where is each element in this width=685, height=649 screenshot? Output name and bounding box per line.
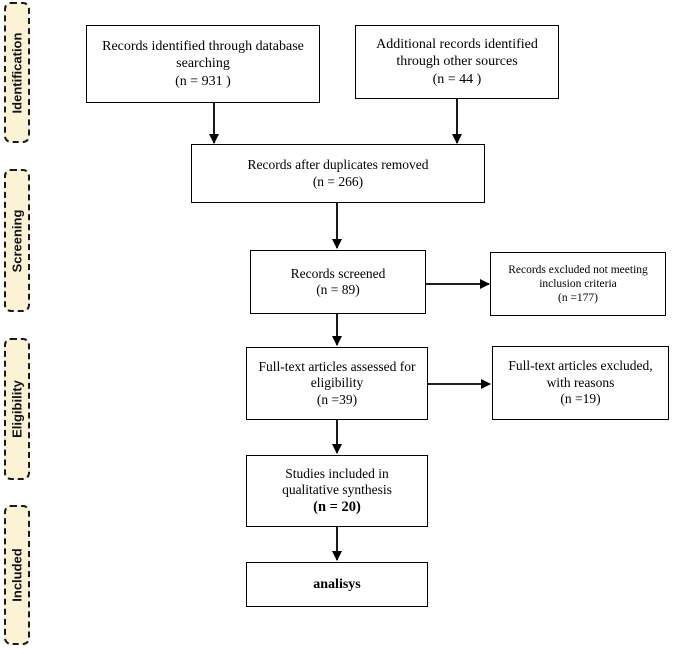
phase-included: Included xyxy=(4,505,30,645)
other-sources-box: Additional records identified through ot… xyxy=(355,25,559,99)
database-records-line1: Records identified through database xyxy=(102,39,304,55)
fulltext-excluded-box: Full-text articles excluded, with reason… xyxy=(492,346,669,420)
analysis-box: analisys xyxy=(246,562,428,607)
excluded-screening-line2: inclusion criteria xyxy=(539,277,617,290)
duplicates-removed-count: (n = 266) xyxy=(312,173,364,189)
excluded-screening-box: Records excluded not meeting inclusion c… xyxy=(490,252,666,316)
qualitative-synthesis-box: Studies included in qualitative synthesi… xyxy=(246,455,428,527)
qualitative-synthesis-line1: Studies included in xyxy=(285,465,389,481)
records-screened-box: Records screened (n = 89) xyxy=(250,250,426,314)
phase-eligibility: Eligibility xyxy=(4,338,30,480)
database-records-line2: searching xyxy=(176,56,230,72)
analysis-label: analisys xyxy=(313,576,361,592)
fulltext-excluded-count: (n =19) xyxy=(560,391,601,407)
records-screened-line1: Records screened xyxy=(290,265,386,281)
fulltext-assessed-line2: eligibility xyxy=(310,375,364,391)
qualitative-synthesis-count: (n = 20) xyxy=(313,498,361,515)
fulltext-assessed-box: Full-text articles assessed for eligibil… xyxy=(246,347,428,420)
other-sources-count: (n = 44 ) xyxy=(432,71,482,87)
fulltext-excluded-line1: Full-text articles excluded, xyxy=(508,358,653,374)
other-sources-line1: Additional records identified xyxy=(376,37,538,53)
excluded-screening-line1: Records excluded not meeting xyxy=(508,263,648,276)
records-screened-count: (n = 89) xyxy=(316,282,360,297)
excluded-screening-count: (n =177) xyxy=(557,292,599,304)
fulltext-assessed-line1: Full-text articles assessed for xyxy=(258,358,416,374)
duplicates-removed-box: Records after duplicates removed (n = 26… xyxy=(191,144,485,203)
other-sources-line2: through other sources xyxy=(396,54,518,70)
database-records-box: Records identified through database sear… xyxy=(86,25,320,103)
duplicates-removed-line1: Records after duplicates removed xyxy=(247,157,429,173)
fulltext-assessed-count: (n =39) xyxy=(316,391,358,407)
qualitative-synthesis-line2: qualitative synthesis xyxy=(282,482,392,498)
database-records-count: (n = 931 ) xyxy=(175,73,231,89)
phase-identification: Identification xyxy=(4,2,30,143)
phase-screening: Screening xyxy=(4,169,30,312)
fulltext-excluded-line2: with reasons xyxy=(546,374,615,390)
